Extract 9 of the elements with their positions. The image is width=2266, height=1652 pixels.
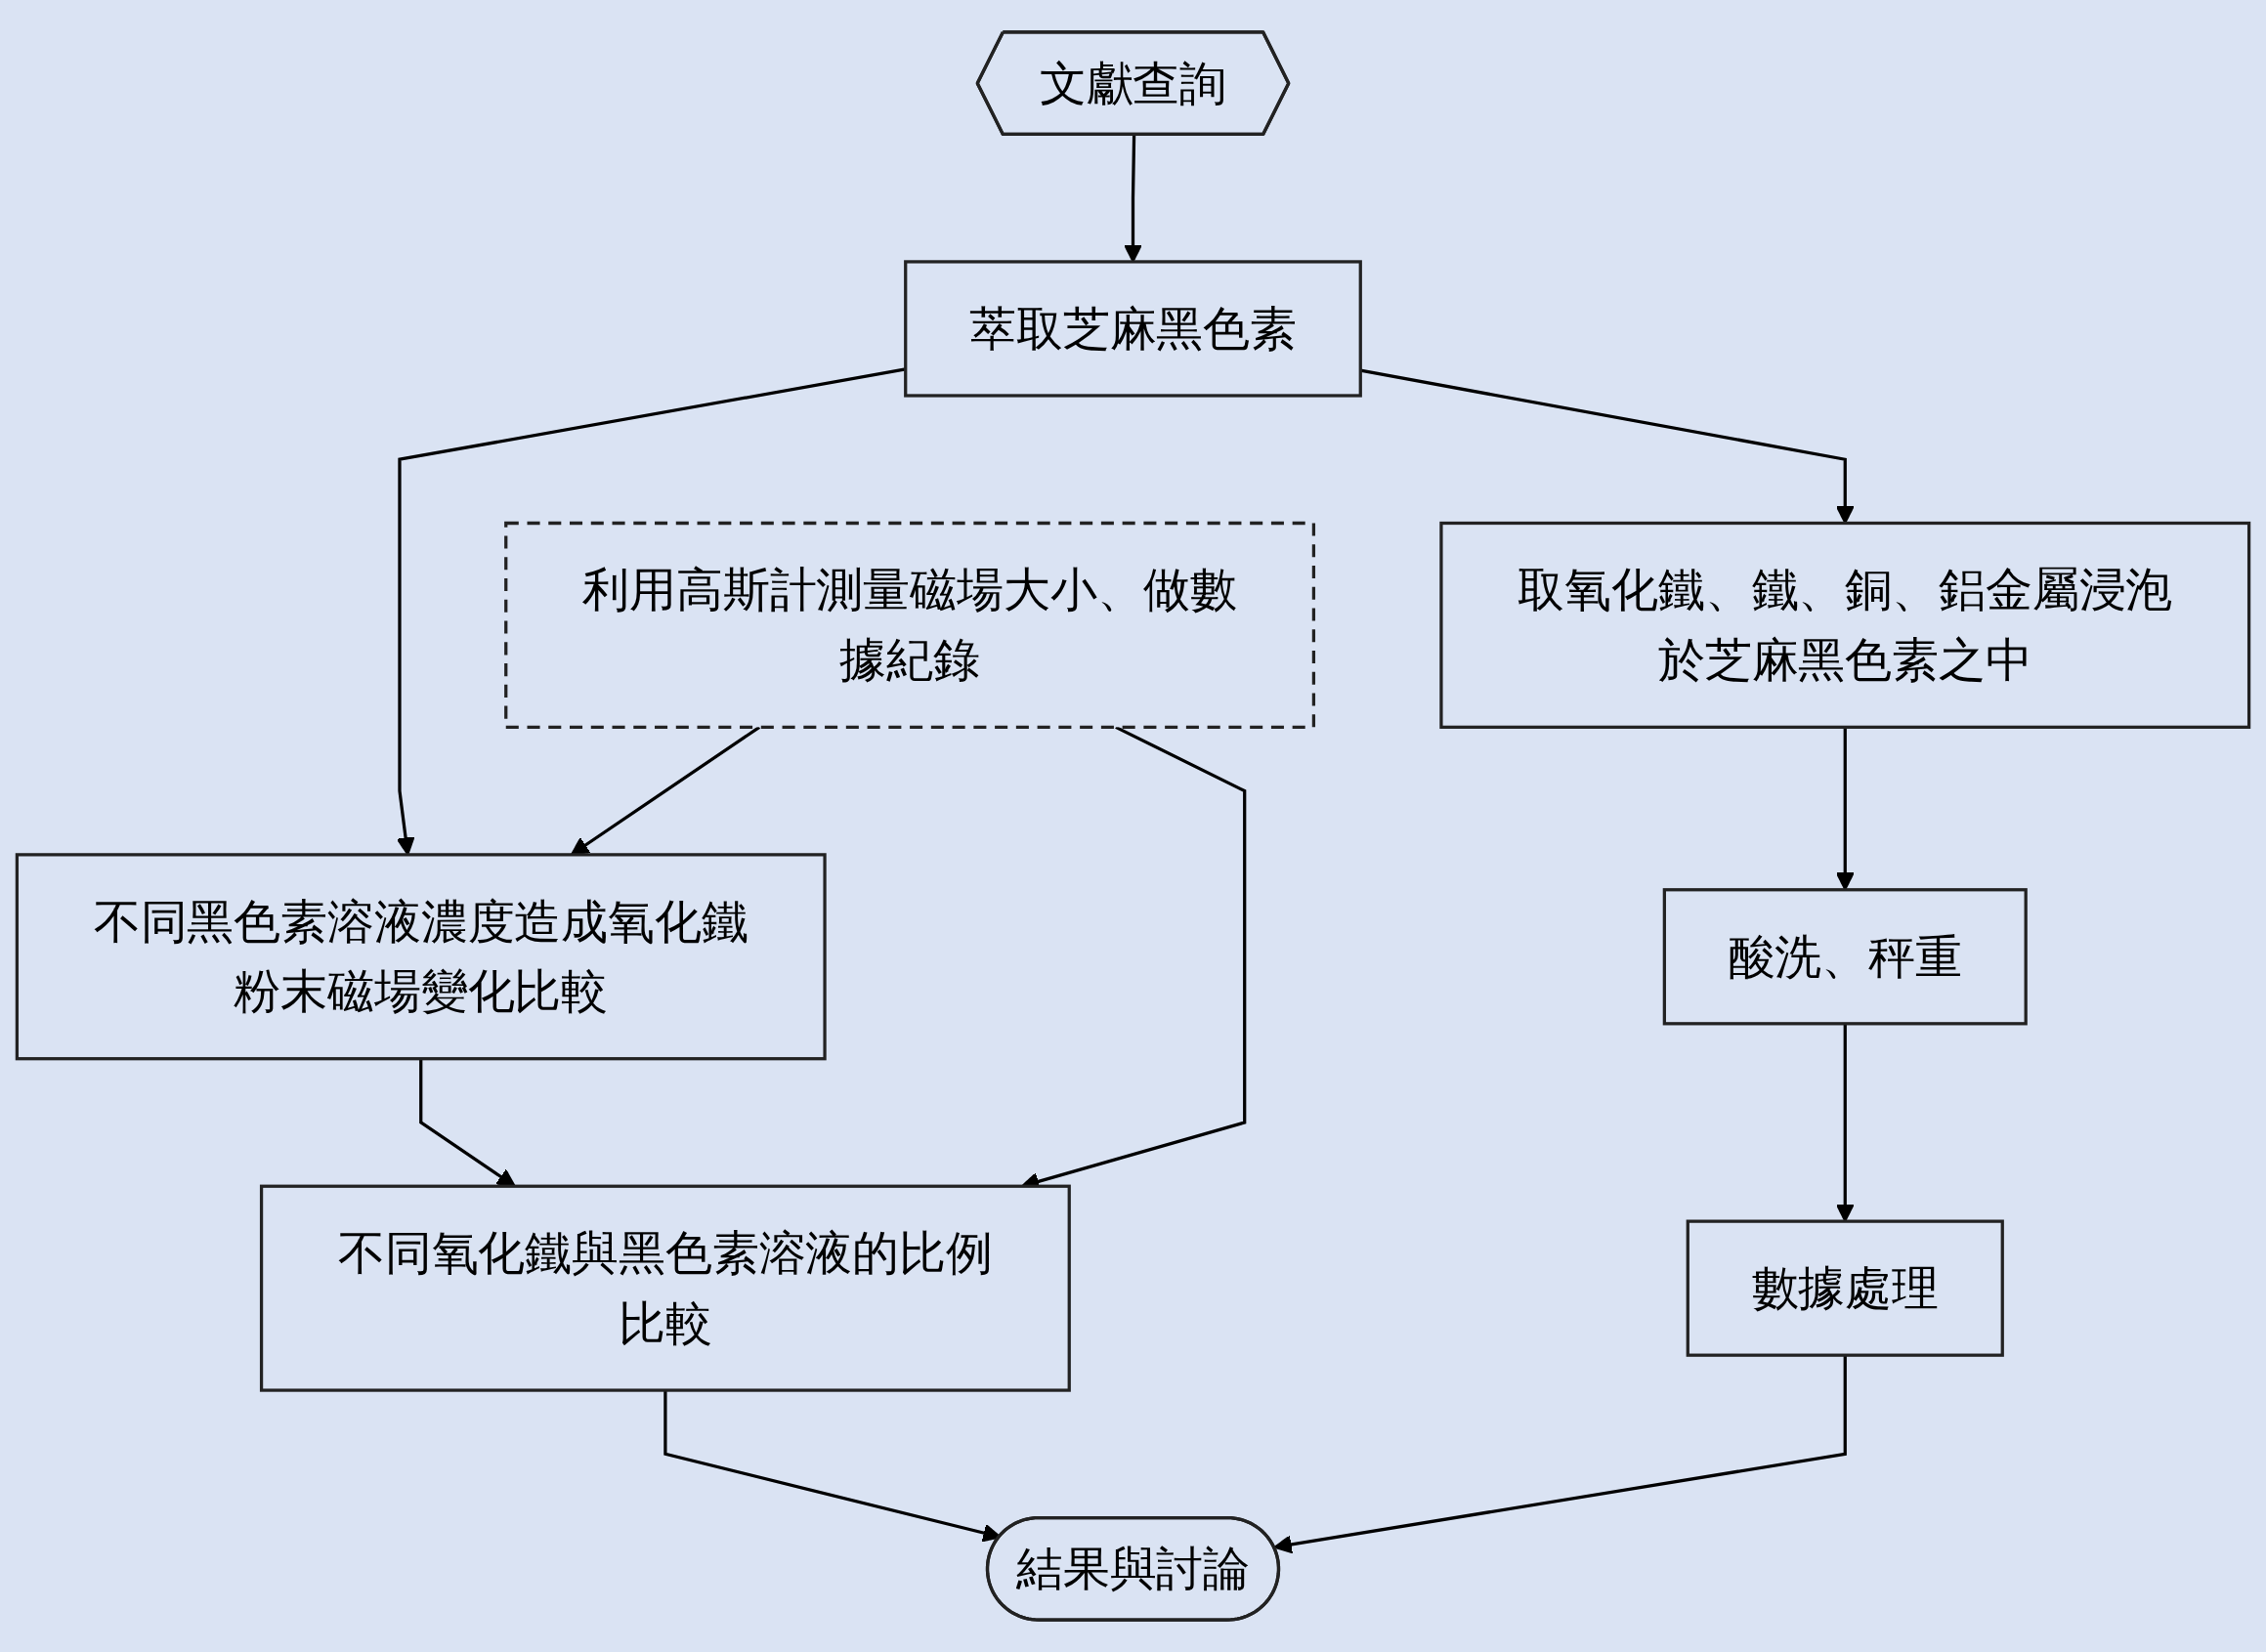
node-box: 數據處理 [1686, 1219, 2004, 1357]
node-box: 不同氧化鐵與黑色素溶液的比例比較 [259, 1184, 1071, 1392]
node-box: 不同黑色素溶液濃度造成氧化鐵粉末磁場變化比較 [15, 853, 827, 1061]
node-box: 萃取芝麻黑色素 [904, 260, 1362, 398]
node-box: 利用高斯計測量磁場大小、做數據紀錄 [504, 521, 1316, 729]
arrow [1835, 1023, 1855, 1222]
arrow [1273, 1355, 1847, 1554]
node-box: 取氧化鐵、鐵、銅、鋁金屬浸泡於芝麻黑色素之中 [1439, 521, 2251, 729]
node-box: 酸洗、秤重 [1662, 888, 2028, 1026]
